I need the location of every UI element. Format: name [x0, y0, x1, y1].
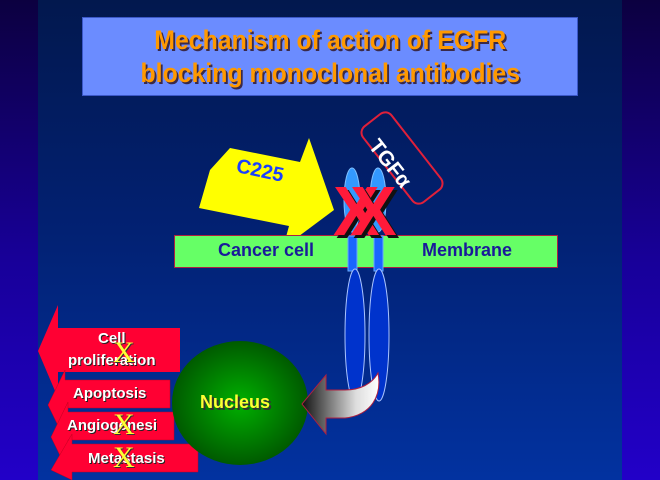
outcome-arrow-apoptosis [47, 369, 171, 441]
outcome-arrow-metastasis [50, 433, 199, 480]
blocked-x-1: X [336, 175, 383, 253]
membrane-label-membrane: Membrane [422, 240, 513, 260]
blocked-x-2: X [353, 175, 400, 253]
title-line-2: blocking monoclonal antibodies [140, 57, 520, 88]
nucleus-label: Nucleus [200, 392, 271, 412]
outcome-label-cell: Cell [98, 330, 126, 347]
blocked-mark-angiogenesis: X [113, 408, 135, 441]
outcome-label-angiogenesis: Angiogenesi [67, 417, 158, 434]
membrane-label-cancer-cell: Cancer cell [218, 240, 315, 260]
signal-arrow [301, 371, 380, 436]
blocked-mark-proliferation: X [113, 336, 135, 369]
blocked-x-2: X [350, 172, 397, 250]
cell-membrane [174, 235, 558, 268]
outcome-label-apoptosis: Apoptosis [73, 385, 147, 402]
title-line-1: Mechanism of action of EGFR [154, 24, 506, 55]
outcome-arrow-proliferation [38, 305, 180, 398]
blocked-x-markers: X X X X [333, 172, 400, 253]
blocked-mark-metastasis: X [113, 441, 135, 474]
receptor-tail-left [344, 268, 366, 402]
receptor-tail-right [368, 268, 390, 402]
outcome-label-proliferation: proliferation [68, 352, 156, 369]
receptor-head-left [343, 167, 361, 233]
tgf-alpha-ligand [360, 111, 444, 205]
outcome-label-metastasis: Metastasis [88, 450, 165, 467]
nucleus [172, 341, 308, 465]
c225-arrow [199, 138, 334, 248]
blocked-x-1: X [333, 172, 380, 250]
receptor-head-right [369, 167, 387, 233]
outcome-arrow-angiogenesis [50, 401, 175, 473]
title-box: Mechanism of action of EGFR blocking mon… [82, 17, 578, 96]
